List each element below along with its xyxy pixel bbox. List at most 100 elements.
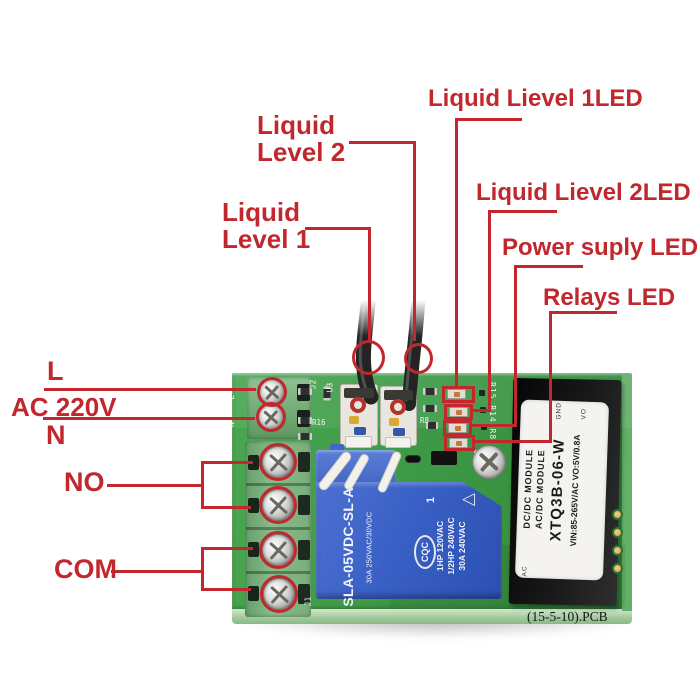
highlight-circle-com1 [259,531,297,569]
relay-rating-line: 1/2HP 240VAC [446,517,456,575]
liquid-level2-label-line2: Level 2 [257,137,346,167]
callout-bracket [201,547,253,550]
solder-pad [612,545,623,556]
module-pin-ac: AC [521,565,529,577]
cable-fade [320,288,460,336]
relay-rating-text: 30A 250VAC/30VDC [364,511,374,584]
liquid-level1-label-line1: Liquid [222,197,300,227]
liquid-level2-led [449,407,468,417]
yellow-wire [389,418,399,426]
relay-model-text: SLA-05VDC-SL-A [340,487,356,607]
solder-pad [612,563,623,574]
callout-line [368,227,371,341]
terminal-clamp [298,540,310,560]
highlight-box-led3 [443,420,472,436]
callout-line [43,417,255,420]
highlight-box-led1 [442,386,475,403]
smd-chip [479,390,485,396]
silkscreen-j1: J1 [303,596,313,607]
yellow-wire [349,416,359,424]
highlight-circle-com2 [260,575,298,613]
callout-bracket [201,461,204,509]
callout-line [489,210,557,213]
callout-line [44,388,256,391]
callout-line [455,118,458,388]
pcb-board-edge [232,609,632,624]
power-module-label: DC/DC MODULE AC/DC MODULE XTQ3B-06-W VIN… [514,399,610,581]
silkscreen-r16: R16 [312,418,326,427]
relays-led-label: Relays LED [543,284,676,311]
ac-voltage-label: AC 220V [11,392,117,422]
smd-resistor [426,422,438,429]
callout-line [472,409,491,412]
callout-bracket [201,547,204,591]
callout-line [550,311,617,314]
highlight-circle-n-screw [256,402,286,432]
highlight-circle-cable1 [352,340,385,375]
highlight-box-led4 [444,435,475,451]
callout-line [413,141,416,341]
callout-line [488,210,491,410]
callout-bracket [201,588,251,591]
adjustment-screw [472,445,506,479]
triangle-cert-icon: ◁ [462,489,476,508]
blue-wire [354,427,366,435]
liquid-level2-led-label: Liquid Lievel 2LED [476,179,691,206]
terminal-n-label: N [46,420,66,450]
connector-slot [384,390,413,400]
no-terminal-label: NO [64,467,105,497]
power-supply-led [448,423,467,433]
connector-slot [344,388,374,398]
red-wire-loop [390,399,406,415]
highlight-circle-cable2 [404,343,433,374]
silkscreen-l: L [226,395,236,400]
callout-line [514,265,517,426]
smd-resistor [298,433,312,440]
red-wire-loop [350,397,366,413]
terminal-clamp [298,495,310,515]
relay-led [449,438,468,448]
silkscreen-j2: J2 [308,379,318,390]
callout-line [515,265,583,268]
solder-pad [612,527,623,538]
module-pin-vo: VO [580,408,588,420]
liquid-level1-led [447,389,466,399]
liquid-level1-label-line2: Level 1 [222,224,311,254]
terminal-separator [246,527,310,530]
transistor [431,451,457,465]
highlight-circle-no1 [259,443,297,481]
terminal-separator [246,483,310,486]
callout-line [305,227,371,230]
callout-bracket [201,506,251,509]
module-pin-gnd: GND [555,402,563,420]
terminal-l-label: L [47,356,64,386]
smd-resistor [298,388,312,395]
callout-bracket [201,461,253,464]
highlight-circle-no2 [259,486,297,524]
solder-pad [612,509,623,520]
callout-line [474,440,552,443]
terminal-wire-hole [248,542,259,557]
liquid-level2-label: Liquid Level 2 [257,112,345,166]
pcb-marking-text: (15-5-10).PCB [527,609,608,624]
callout-line [349,141,416,144]
blue-wire [393,428,405,436]
callout-line [456,118,522,121]
callout-line [472,424,517,427]
terminal-separator [246,571,310,574]
smd-resistor [423,388,437,395]
terminal-clamp [298,452,310,472]
connector-base [345,436,372,448]
terminal-wire-hole [248,586,259,601]
smd-chip [481,424,487,430]
connector-base [385,437,411,448]
silkscreen-n: N [226,422,236,427]
liquid-level1-led-label: Liquid Lievel 1LED [428,85,643,112]
smd-resistor [298,417,312,424]
callout-line [549,311,552,442]
cqc-cert-logo: CQC [414,535,436,569]
liquid-level1-label: Liquid Level 1 [222,199,310,253]
smd-resistor [423,405,437,412]
diode [405,455,421,463]
